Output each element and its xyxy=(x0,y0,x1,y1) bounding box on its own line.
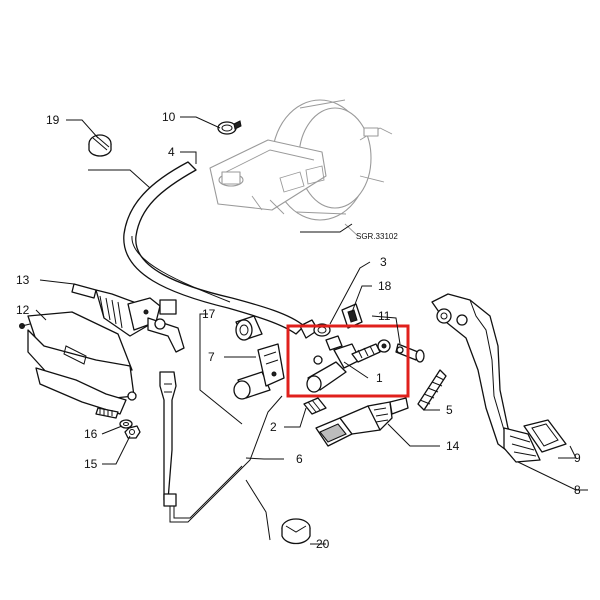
leader-lines xyxy=(35,116,588,545)
callout-labels: 19 10 4 3 18 11 1 13 12 17 7 2 6 16 15 5… xyxy=(16,110,581,551)
callout-4: 4 xyxy=(168,145,175,159)
callout-9: 9 xyxy=(574,451,581,465)
callout-16: 16 xyxy=(84,427,98,441)
callout-15: 15 xyxy=(84,457,98,471)
callout-7: 7 xyxy=(208,350,215,364)
callout-11: 11 xyxy=(378,309,391,323)
highlight-box xyxy=(286,324,410,398)
fitting-icon xyxy=(303,397,327,415)
pin-icon xyxy=(395,343,425,363)
callout-14: 14 xyxy=(446,439,460,453)
pedal-rubber-icon xyxy=(523,419,567,453)
callout-8: 8 xyxy=(574,483,581,497)
callout-13: 13 xyxy=(16,273,30,287)
pedal-switch-icon xyxy=(315,397,409,447)
support-bracket-icon xyxy=(19,311,137,419)
bushing-icon xyxy=(235,315,263,341)
callout-3: 3 xyxy=(380,255,387,269)
reservoir-cap-icon xyxy=(88,134,112,157)
callout-12: 12 xyxy=(16,303,30,317)
callout-20: 20 xyxy=(316,537,330,551)
reference-code: SGR.33102 xyxy=(356,232,398,241)
callout-5: 5 xyxy=(446,403,453,417)
grommet-icon xyxy=(281,518,311,545)
callout-10: 10 xyxy=(162,110,176,124)
spring-icon xyxy=(417,369,447,411)
callout-2: 2 xyxy=(270,420,277,434)
hose-clamp-icon xyxy=(217,120,242,135)
pedal-pad-icon xyxy=(431,293,541,463)
pipe-icon xyxy=(159,371,283,523)
callout-1: 1 xyxy=(376,371,383,385)
callout-17: 17 xyxy=(202,307,216,321)
brake-booster-background xyxy=(209,99,393,237)
retainer-clip-icon xyxy=(341,303,363,329)
nut-icon xyxy=(124,425,141,439)
bracket-icon xyxy=(233,343,285,400)
callout-19: 19 xyxy=(46,113,60,127)
slave-cylinder-icon xyxy=(71,283,185,353)
callout-6: 6 xyxy=(296,452,303,466)
clutch-master-cylinder-icon xyxy=(306,335,391,393)
washer-icon xyxy=(119,419,133,429)
callout-18: 18 xyxy=(378,279,392,293)
